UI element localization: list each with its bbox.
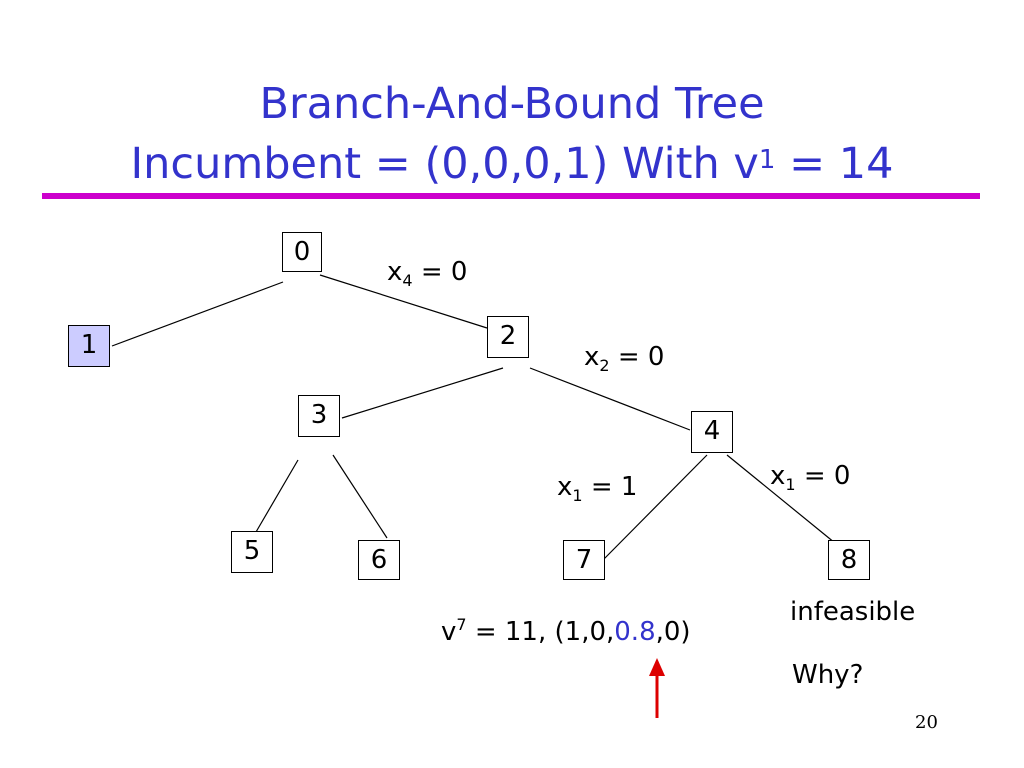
edge-3-5 bbox=[255, 459, 299, 533]
x1r-var: x bbox=[770, 461, 786, 491]
edge-4-7 bbox=[602, 454, 708, 561]
x1r-rest: = 0 bbox=[795, 461, 851, 491]
x2-sub: 2 bbox=[599, 356, 610, 375]
tree-node-3: 3 bbox=[298, 395, 340, 437]
edge-label-x1-left: x1 = 1 bbox=[557, 472, 638, 505]
x1l-rest: = 1 bbox=[582, 472, 638, 502]
edge-4-8 bbox=[726, 454, 836, 544]
infeasible-note: infeasible bbox=[790, 597, 916, 627]
x4-rest: = 0 bbox=[412, 257, 468, 287]
why-note: Why? bbox=[792, 660, 864, 690]
tree-node-2: 2 bbox=[487, 316, 529, 358]
red-arrow-head bbox=[649, 658, 665, 676]
node7-solution-note: v7 = 11, (1,0,0.8,0) bbox=[441, 615, 691, 647]
fractional-value: 0.8 bbox=[614, 617, 656, 647]
tree-node-5: 5 bbox=[231, 531, 273, 573]
x4-sub: 4 bbox=[402, 271, 413, 290]
edge-3-6 bbox=[332, 454, 388, 539]
slide-title-line1: Branch-And-Bound Tree bbox=[259, 79, 765, 129]
edge-2-3 bbox=[341, 367, 504, 419]
v7-after: ,0) bbox=[655, 617, 691, 647]
page-number: 20 bbox=[915, 712, 938, 733]
tree-node-4: 4 bbox=[691, 411, 733, 453]
tree-node-1: 1 bbox=[68, 325, 110, 367]
x1r-sub: 1 bbox=[785, 475, 796, 494]
tree-node-0: 0 bbox=[282, 232, 322, 272]
edge-0-2 bbox=[319, 274, 488, 329]
edge-2-4 bbox=[529, 367, 691, 431]
title-value-text: = 14 bbox=[775, 139, 894, 189]
edge-label-x2: x2 = 0 bbox=[584, 342, 665, 375]
x2-var: x bbox=[584, 342, 600, 372]
x4-var: x bbox=[387, 257, 403, 287]
title-superscript: 1 bbox=[758, 145, 776, 175]
v7-before: = 11, (1,0, bbox=[466, 617, 615, 647]
x2-rest: = 0 bbox=[609, 342, 665, 372]
tree-node-8: 8 bbox=[828, 540, 870, 580]
x1l-var: x bbox=[557, 472, 573, 502]
x1l-sub: 1 bbox=[572, 486, 583, 505]
tree-node-7: 7 bbox=[563, 540, 605, 580]
v7-var: v bbox=[441, 617, 457, 647]
edge-label-x4: x4 = 0 bbox=[387, 257, 468, 290]
tree-node-6: 6 bbox=[358, 540, 400, 580]
title-divider bbox=[42, 193, 980, 199]
edge-0-1 bbox=[111, 281, 284, 347]
slide-title-line2: Incumbent = (0,0,0,1) With v1 = 14 bbox=[0, 138, 1024, 190]
title-incumbent-text: Incumbent = (0,0,0,1) With v bbox=[130, 139, 759, 189]
v7-sup: 7 bbox=[456, 615, 467, 634]
edge-label-x1-right: x1 = 0 bbox=[770, 461, 851, 494]
